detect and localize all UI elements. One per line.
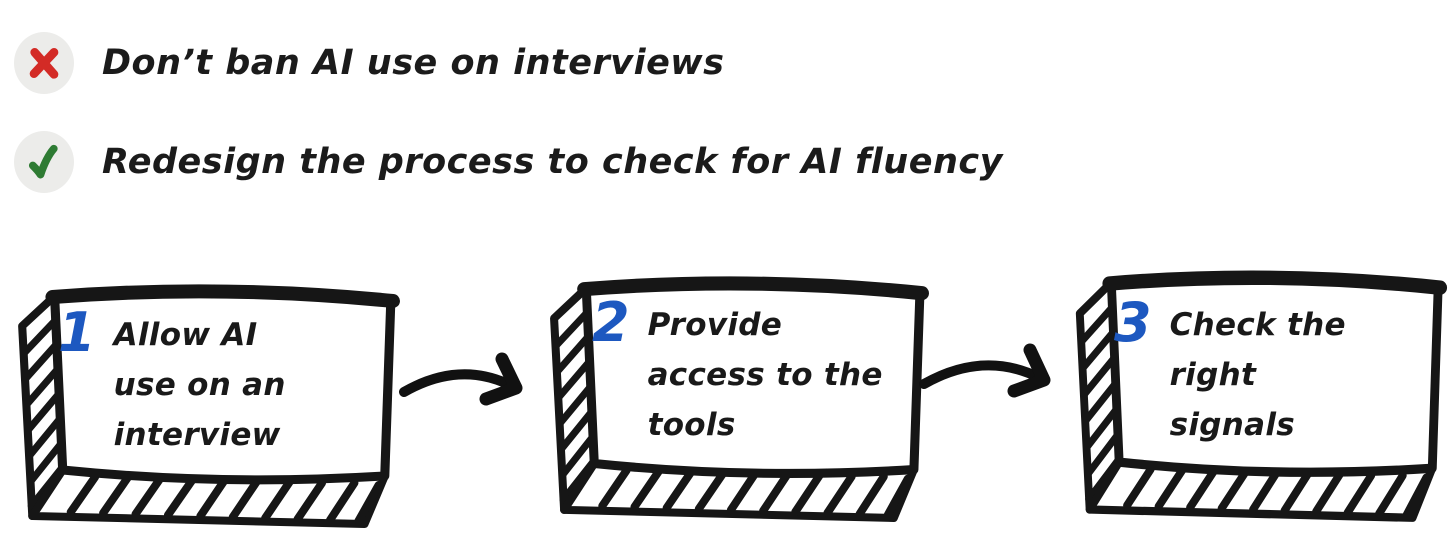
x-icon [29,47,59,79]
do-row: Redesign the process to check for AI flu… [0,131,1003,193]
do-text: Redesign the process to check for AI flu… [102,142,1003,182]
step-number: 2 [592,291,630,354]
dont-text: Don’t ban AI use on interviews [102,43,725,83]
curved-arrow-icon [399,352,523,406]
step-line: access to the [647,357,883,393]
step-text: Allow AI use on an interview [114,308,286,460]
step-line: use on an [113,367,286,403]
step-line: Check the [1169,307,1346,343]
curved-arrow-icon [919,343,1051,398]
step-line: interview [113,417,281,453]
sketch-box-frame [18,284,400,528]
step-1: 1 Allow AI use on an interview [8,280,403,530]
check-badge [14,131,74,193]
step-line: right [1169,357,1257,393]
sketch-box-frame [1075,270,1448,522]
dont-row: Don’t ban AI use on interviews [0,32,724,94]
step-3: 3 Check the right signals [1066,266,1450,524]
step-2: 2 Provide access to the tools [540,272,932,524]
step-line: Allow AI [113,317,258,353]
step-line: Provide [647,307,783,343]
check-icon [28,144,58,179]
step-line: signals [1169,407,1296,443]
step-text: Provide access to the tools [648,298,883,450]
step-text: Check the right signals [1170,298,1346,450]
step-number: 1 [58,301,96,364]
x-badge [14,32,74,94]
step-line: tools [647,407,736,443]
sketch-box-frame [550,276,929,522]
step-number: 3 [1114,291,1152,354]
